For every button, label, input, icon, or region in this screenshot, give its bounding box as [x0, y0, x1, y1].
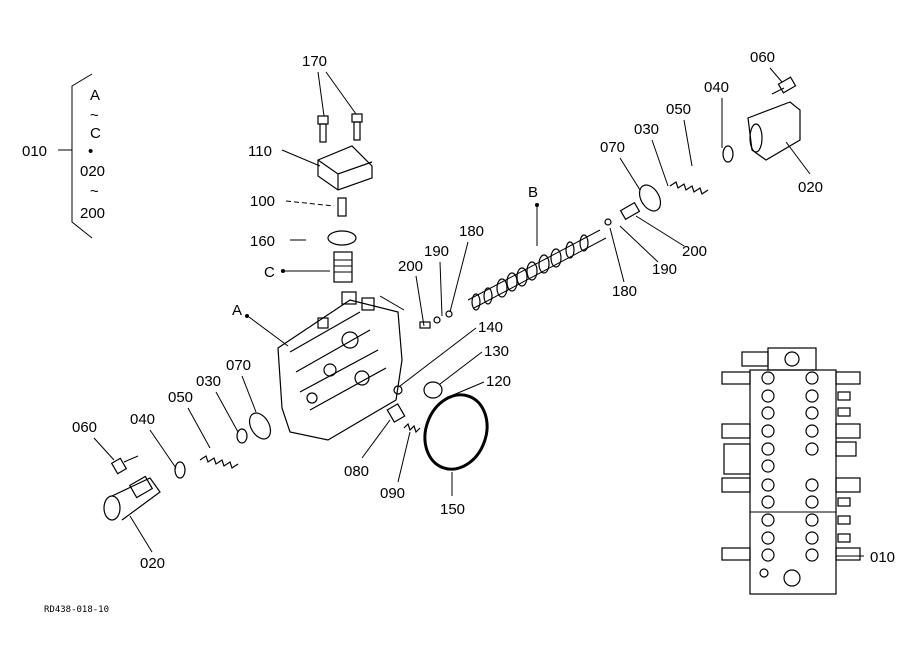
spring-050-left	[199, 428, 248, 469]
label-050-right: 050	[666, 101, 691, 118]
label-040-left: 040	[130, 411, 155, 428]
figure-code: RD438-018-10	[44, 605, 109, 615]
label-130: 130	[484, 343, 509, 360]
label-070-left: 070	[226, 357, 251, 374]
label-050-left: 050	[168, 389, 193, 406]
ball-140	[393, 385, 403, 395]
label-160: 160	[250, 233, 275, 250]
label-100: 100	[250, 193, 275, 210]
o-ring-070-left	[248, 412, 272, 440]
label-a: A	[232, 302, 242, 319]
label-030-right: 030	[634, 121, 659, 138]
label-120: 120	[486, 373, 511, 390]
valve-body	[277, 291, 405, 441]
bracket-label-020: 020	[80, 163, 105, 180]
label-190-right: 190	[652, 261, 677, 278]
label-010-right: 010	[870, 549, 895, 566]
cover-plate-110	[317, 145, 373, 191]
bracket-dot: •	[88, 143, 93, 160]
label-110: 110	[248, 143, 272, 160]
label-040-right: 040	[704, 79, 729, 96]
bolt-170-right	[351, 113, 363, 141]
bolt-060-left	[110, 455, 139, 475]
plug-c	[333, 251, 353, 283]
label-200-left: 200	[398, 258, 423, 275]
o-ring-130	[423, 381, 443, 399]
cap-020-left	[103, 475, 161, 521]
label-140: 140	[478, 319, 503, 336]
spacer-200-right	[604, 201, 641, 226]
label-060-left: 060	[72, 419, 97, 436]
bracket-label-a: A	[90, 87, 100, 104]
label-170: 170	[302, 53, 327, 70]
label-150: 150	[440, 501, 465, 518]
bolt-170-left	[317, 115, 329, 143]
spacer-200-left	[419, 310, 453, 329]
assembly-bracket-010: 010 A ~ C • 020 ~ 200	[22, 73, 105, 239]
label-020-left: 020	[140, 555, 165, 572]
label-010-left: 010	[22, 143, 47, 160]
cover-assembly: 170 110 100 160 C	[248, 53, 373, 283]
spring-050-right	[669, 181, 709, 195]
pin-100	[337, 197, 347, 217]
bracket-label-200: 200	[80, 205, 105, 222]
seat-040-right	[722, 145, 734, 163]
label-180-left: 180	[459, 223, 484, 240]
bracket-label-c: C	[90, 125, 101, 142]
label-030-left: 030	[196, 373, 221, 390]
label-070-right: 070	[600, 139, 625, 156]
label-200-right: 200	[682, 243, 707, 260]
label-060-right: 060	[750, 49, 775, 66]
label-190-left: 190	[424, 243, 449, 260]
spool-b	[467, 229, 607, 311]
o-ring-070-right	[638, 184, 662, 212]
spring-090	[403, 422, 421, 434]
label-080: 080	[344, 463, 369, 480]
o-ring-150	[423, 393, 489, 471]
bracket-tilde-1: ~	[90, 107, 99, 124]
label-180-right: 180	[612, 283, 637, 300]
valve-block-overview	[721, 347, 864, 595]
label-c: C	[264, 264, 275, 281]
cap-020-right	[747, 101, 801, 161]
label-020-right: 020	[798, 179, 823, 196]
check-valve-080	[386, 403, 406, 423]
label-b: B	[528, 184, 538, 201]
bracket-tilde-2: ~	[90, 183, 99, 200]
bolt-060-right	[771, 76, 797, 95]
label-090: 090	[380, 485, 405, 502]
seat-040-left	[174, 461, 186, 479]
o-ring-160	[327, 230, 357, 246]
